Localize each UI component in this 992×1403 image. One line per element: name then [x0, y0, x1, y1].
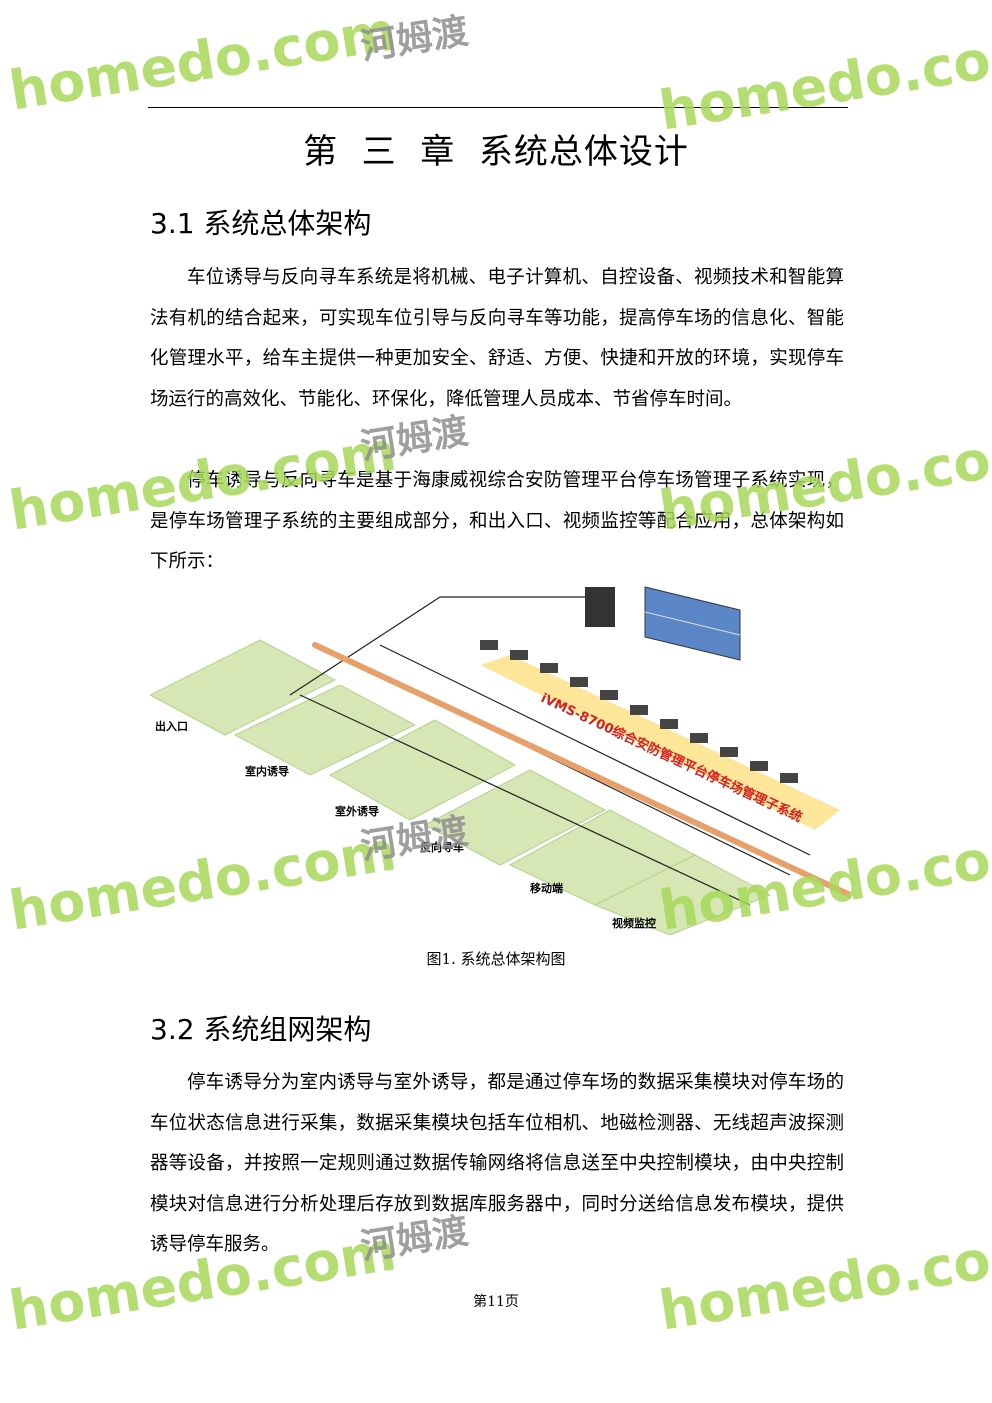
paragraph-3: 停车诱导分为室内诱导与室外诱导，都是通过停车场的数据采集模块对停车场的车位状态信… — [150, 1072, 844, 1256]
server-rack — [585, 587, 615, 627]
video-wall — [644, 586, 741, 661]
zone-indoor — [233, 684, 417, 776]
zone-label-mobile: 移动端 — [530, 881, 563, 895]
zone-label-indoor: 室内诱导 — [245, 764, 289, 778]
zone-reverse — [423, 769, 607, 866]
zone-entrance — [150, 639, 337, 736]
zone-video — [593, 854, 772, 935]
paragraph-2: 停车诱导与反向寻车是基于海康威视综合安防管理平台停车场管理子系统实现，是停车场管… — [150, 470, 844, 573]
page-number: 第11页 — [473, 1294, 519, 1310]
chapter-title: 第 三 章 系统总体设计 — [303, 132, 689, 172]
header-rule — [148, 107, 848, 108]
zone-label-outdoor: 室外诱导 — [335, 804, 379, 818]
watermark-cn-1: 河姆渡 — [358, 10, 472, 69]
watermark-logo-7: homedo.com — [5, 1219, 401, 1343]
watermark-logo-8: homedo.com — [655, 1219, 992, 1343]
backbone-pipe — [312, 642, 850, 898]
watermark-logo-1: homedo.com — [5, 0, 401, 123]
platform-banner-bg — [480, 655, 840, 830]
figure-caption: 图1. 系统总体架构图 — [426, 950, 566, 968]
zone-outdoor — [328, 719, 517, 821]
architecture-diagram: iVMS-8700综合安防管理平台停车场管理子系统 出入口 室内诱导 室外诱导 … — [150, 586, 850, 935]
section-heading-3-1: 3.1 系统总体架构 — [150, 207, 372, 240]
zone-label-entrance: 出入口 — [155, 719, 188, 733]
paragraph-1: 车位诱导与反向寻车系统是将机械、电子计算机、自控设备、视频技术和智能算法有机的结… — [150, 267, 844, 410]
section-heading-3-2: 3.2 系统组网架构 — [150, 1013, 372, 1046]
zone-label-reverse: 反向寻车 — [420, 840, 464, 854]
zone-label-video: 视频监控 — [612, 916, 656, 930]
